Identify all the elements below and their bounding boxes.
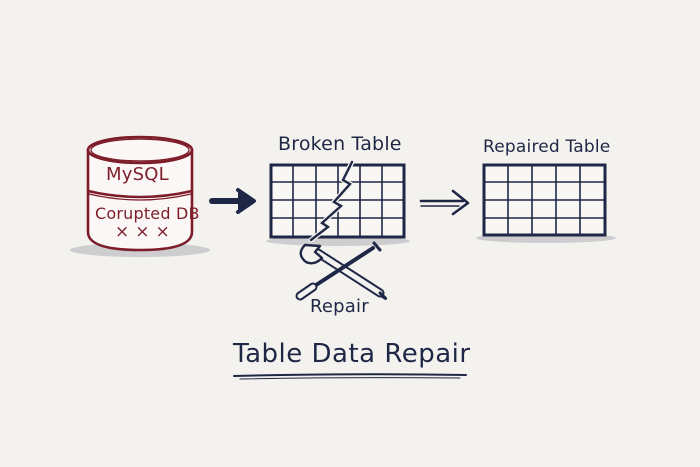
arrow-right-icon xyxy=(419,189,470,216)
database-cylinder-icon xyxy=(86,135,194,252)
database-status-label: Corupted DB xyxy=(95,204,200,223)
wrench-screwdriver-icon xyxy=(295,241,387,301)
title-underline xyxy=(233,373,467,380)
repair-label: Repair xyxy=(310,296,369,317)
arrow-right-icon xyxy=(209,188,256,214)
broken-table-label: Broken Table xyxy=(278,133,402,155)
error-marks: ××× xyxy=(115,222,176,242)
repaired-table-label: Repaired Table xyxy=(483,137,611,157)
database-label: MySQL xyxy=(106,164,169,185)
repaired-table-icon xyxy=(482,163,607,237)
diagram-title: Table Data Repair xyxy=(233,339,471,369)
broken-table-icon xyxy=(269,159,406,243)
